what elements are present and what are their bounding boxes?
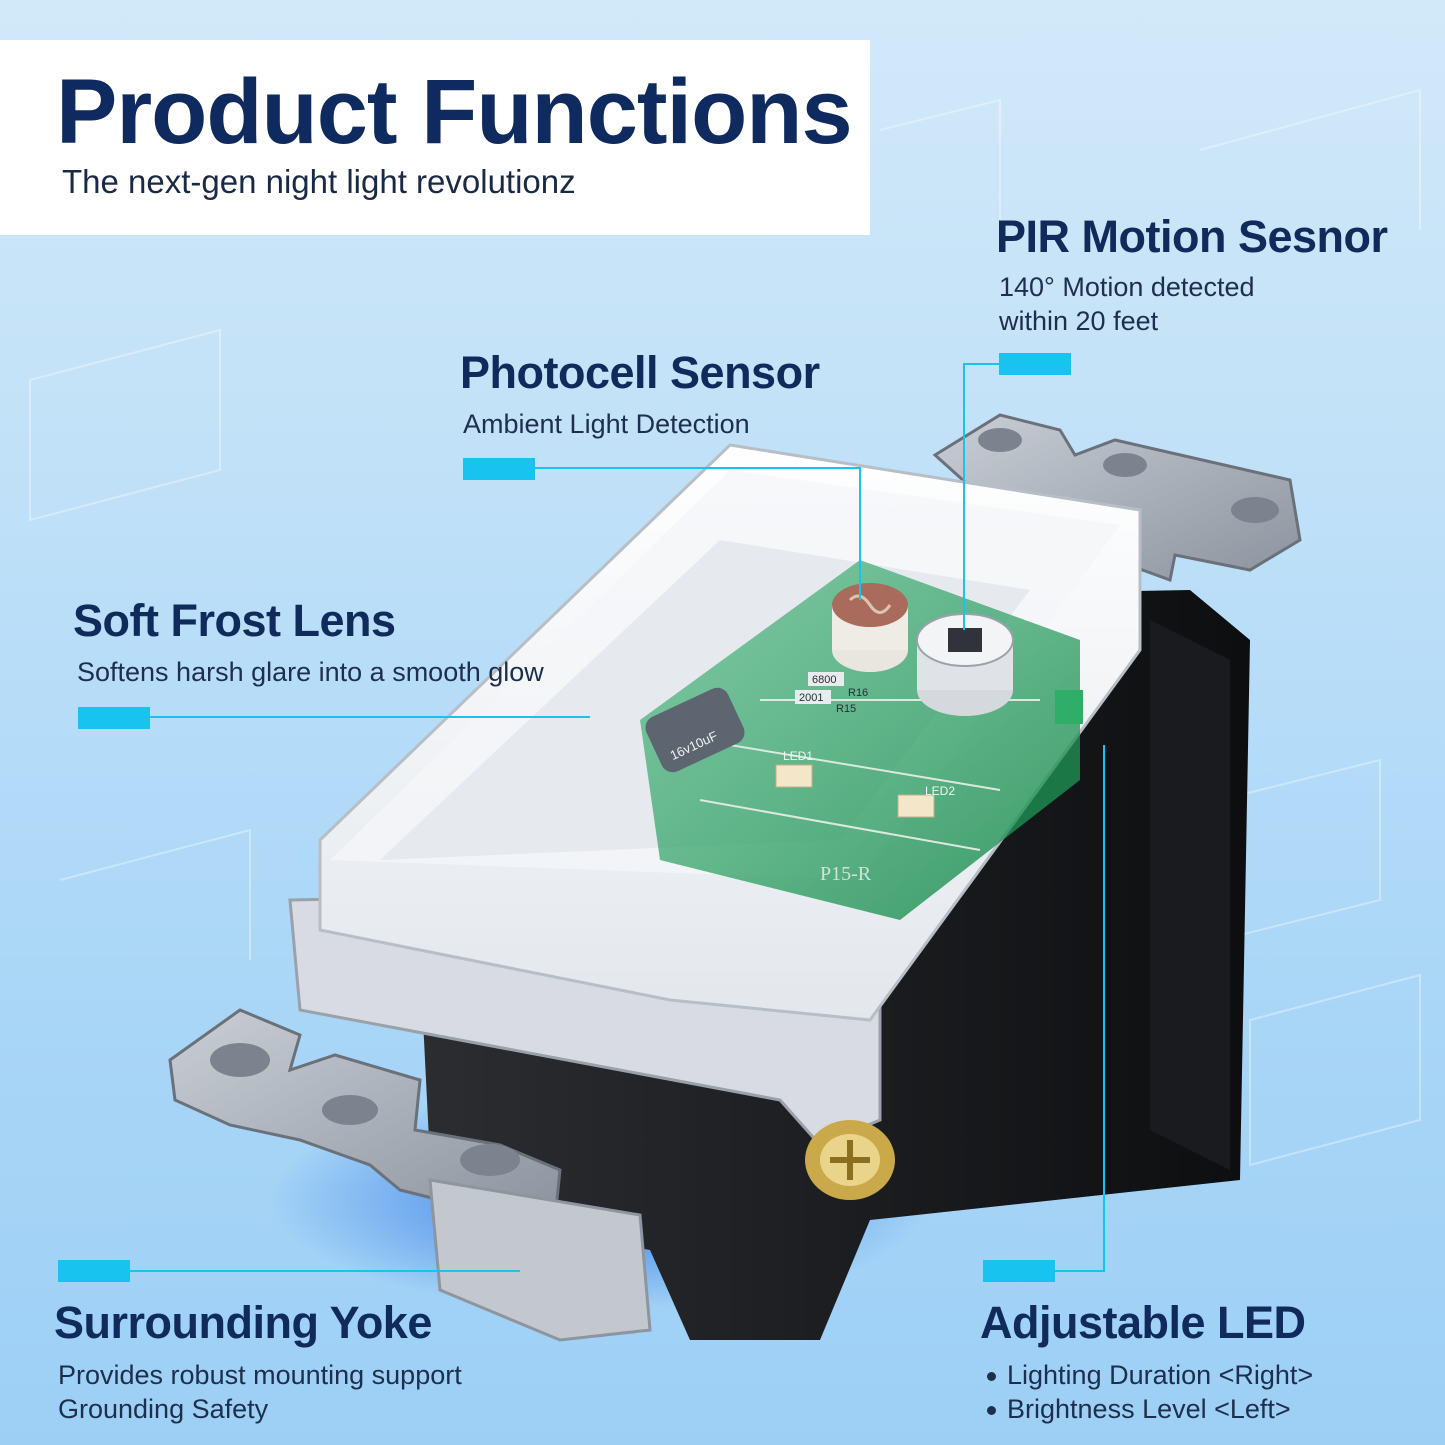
lens-callout-marker	[78, 707, 150, 729]
resistors: 6800 2001 R16 R15	[795, 672, 868, 715]
pir-callout-marker	[999, 353, 1071, 375]
board-label: P15-R	[820, 863, 872, 885]
led-bullet-duration: Lighting Duration <Right>	[985, 1358, 1313, 1392]
top-mounting-tab	[932, 413, 1302, 583]
capacitor: 16v10uF	[645, 687, 745, 773]
pir-sensor-component	[916, 613, 1014, 716]
led-bullet-list: Lighting Duration <Right> Brightness Lev…	[985, 1358, 1313, 1426]
svg-text:LED2: LED2	[925, 784, 955, 798]
pir-desc-line1: 140° Motion detected	[999, 272, 1255, 302]
pir-title: PIR Motion Sesnor	[996, 211, 1388, 262]
pir-description: 140° Motion detected within 20 feet	[999, 270, 1254, 338]
yoke-title: Surrounding Yoke	[54, 1297, 432, 1348]
pir-desc-line2: within 20 feet	[999, 306, 1159, 336]
callout-lines	[130, 363, 1105, 1272]
photocell-title: Photocell Sensor	[460, 347, 820, 398]
svg-text:R15: R15	[836, 703, 856, 715]
bottom-mounting-tab	[168, 1008, 562, 1222]
lens-title: Soft Frost Lens	[73, 595, 396, 646]
header-card	[0, 40, 870, 235]
page-title: Product Functions	[56, 61, 853, 163]
lens-description: Softens harsh glare into a smooth glow	[77, 657, 544, 687]
svg-text:R16: R16	[848, 687, 868, 699]
yoke-callout-marker	[58, 1260, 130, 1282]
photocell-component	[832, 583, 908, 672]
led-callout-marker	[983, 1260, 1055, 1282]
led-title: Adjustable LED	[980, 1297, 1306, 1348]
page-subtitle: The next-gen night light revolutionz	[62, 163, 576, 200]
side-adjustment-slot	[1055, 690, 1083, 724]
terminal-screw	[805, 1120, 895, 1200]
led-bullet-brightness: Brightness Level <Left>	[985, 1392, 1313, 1426]
photocell-description: Ambient Light Detection	[463, 409, 750, 439]
svg-text:2001: 2001	[799, 692, 823, 704]
yoke-desc-line2: Grounding Safety	[58, 1394, 269, 1424]
yoke-desc-line1: Provides robust mounting support	[58, 1360, 462, 1390]
led-chips: LED1 LED2	[775, 749, 955, 818]
photocell-callout-marker	[463, 458, 535, 480]
svg-text:LED1: LED1	[783, 749, 813, 763]
svg-text:6800: 6800	[812, 674, 836, 686]
yoke-description: Provides robust mounting support Groundi…	[58, 1358, 462, 1426]
